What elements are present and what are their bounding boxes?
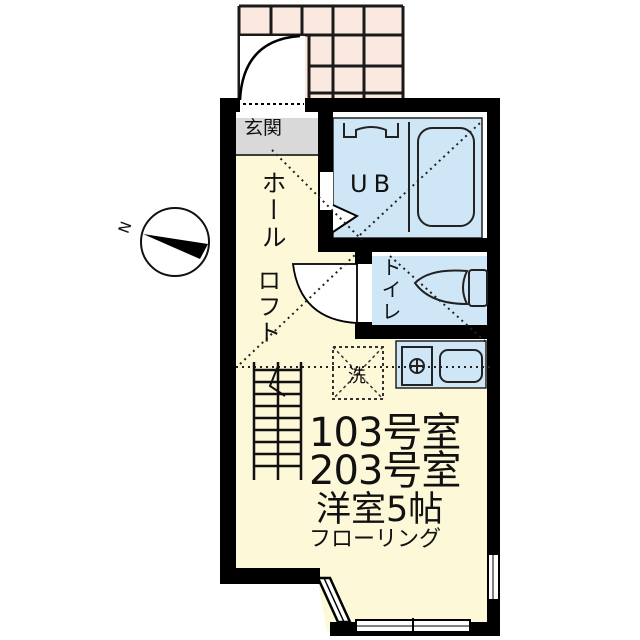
main-room-floor xyxy=(234,112,493,632)
washer-label: 洗 xyxy=(348,366,366,387)
window-right xyxy=(487,553,500,601)
compass xyxy=(140,207,210,277)
entrance-label: 玄関 xyxy=(244,117,283,139)
hall-label: ホール xyxy=(258,170,287,251)
room-size-label: 洋室5帖 xyxy=(316,490,444,530)
exterior-tile-area xyxy=(237,4,405,101)
ladder-up-arrow-icon xyxy=(268,365,286,397)
toilet-room xyxy=(372,256,487,325)
window-bay xyxy=(316,576,352,624)
entrance-floor xyxy=(236,118,318,154)
toilet-fixture xyxy=(413,269,488,307)
loft-ladder xyxy=(252,362,303,480)
window-bottom xyxy=(355,618,471,634)
unit-number-2: 203号室 xyxy=(309,448,461,494)
entrance-door-swing xyxy=(238,34,301,101)
loft-label: ロフト xyxy=(253,268,281,346)
toilet-door-jamb xyxy=(357,264,372,322)
washer-space xyxy=(332,346,384,400)
toilet-label: トイレ xyxy=(378,257,402,323)
flooring-label: フローリング xyxy=(309,527,442,552)
north-arrow-icon xyxy=(143,234,208,259)
toilet-door-swing xyxy=(291,263,358,324)
unit-bath xyxy=(332,117,483,239)
unit-number-1: 103号室 xyxy=(309,410,461,456)
unit-bath-label: UB xyxy=(350,170,397,198)
bath-fixtures xyxy=(343,122,475,232)
bath-door xyxy=(332,204,360,233)
